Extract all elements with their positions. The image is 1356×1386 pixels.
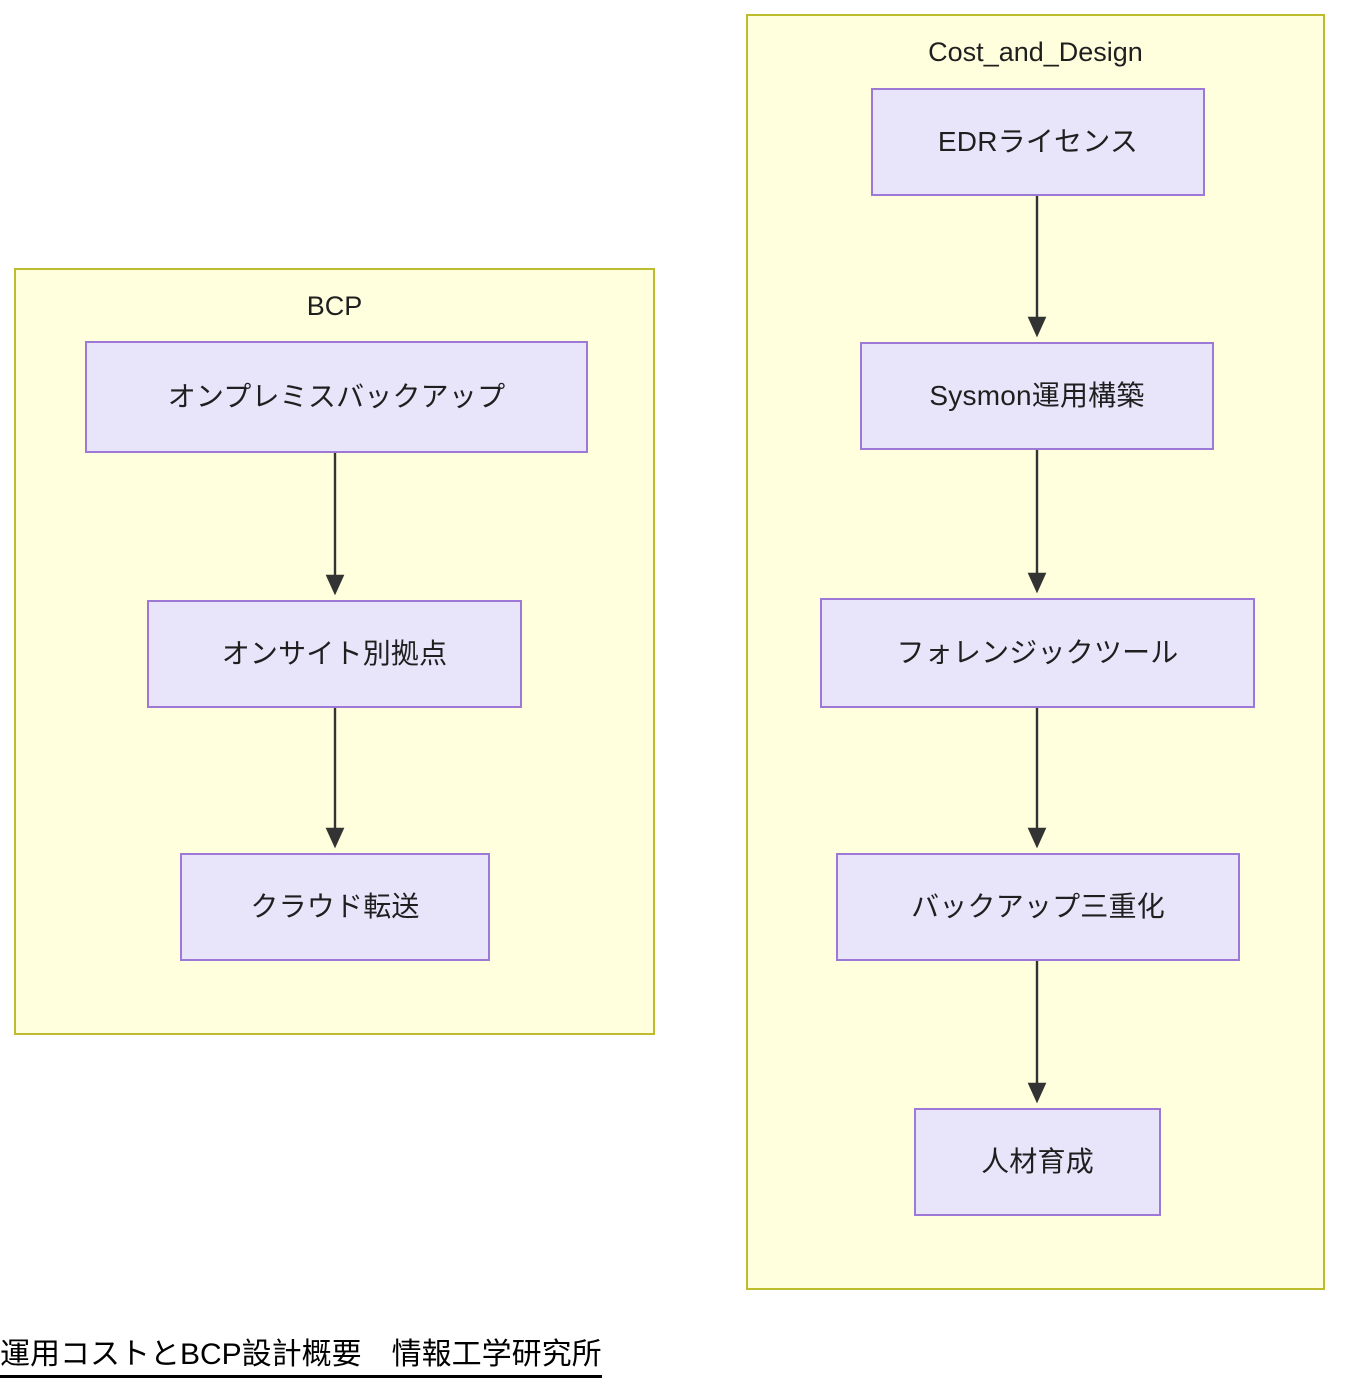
node-onsite-site[interactable]: オンサイト別拠点 (147, 600, 522, 708)
node-cloud-transfer-label: クラウド転送 (250, 891, 420, 923)
node-cloud-transfer[interactable]: クラウド転送 (180, 853, 490, 961)
diagram-caption: 運用コストとBCP設計概要 情報工学研究所 (0, 1337, 602, 1378)
node-sysmon-build-label: Sysmon運用構築 (929, 380, 1145, 412)
node-onprem-backup-label: オンプレミスバックアップ (167, 381, 506, 413)
node-sysmon-build[interactable]: Sysmon運用構築 (860, 342, 1214, 450)
node-edr-license[interactable]: EDRライセンス (871, 88, 1205, 196)
node-onprem-backup[interactable]: オンプレミスバックアップ (85, 341, 588, 453)
node-onsite-site-label: オンサイト別拠点 (221, 638, 448, 670)
cluster-bcp-title: BCP (306, 291, 363, 321)
node-talent-dev-label: 人材育成 (981, 1146, 1094, 1178)
node-backup-triple[interactable]: バックアップ三重化 (836, 853, 1240, 961)
node-forensic-tool[interactable]: フォレンジックツール (820, 598, 1255, 708)
cluster-cost-and-design-title: Cost_and_Design (928, 37, 1143, 67)
node-edr-license-label: EDRライセンス (937, 126, 1139, 158)
node-forensic-tool-label: フォレンジックツール (896, 637, 1179, 669)
node-backup-triple-label: バックアップ三重化 (911, 891, 1165, 923)
node-talent-dev[interactable]: 人材育成 (914, 1108, 1161, 1216)
